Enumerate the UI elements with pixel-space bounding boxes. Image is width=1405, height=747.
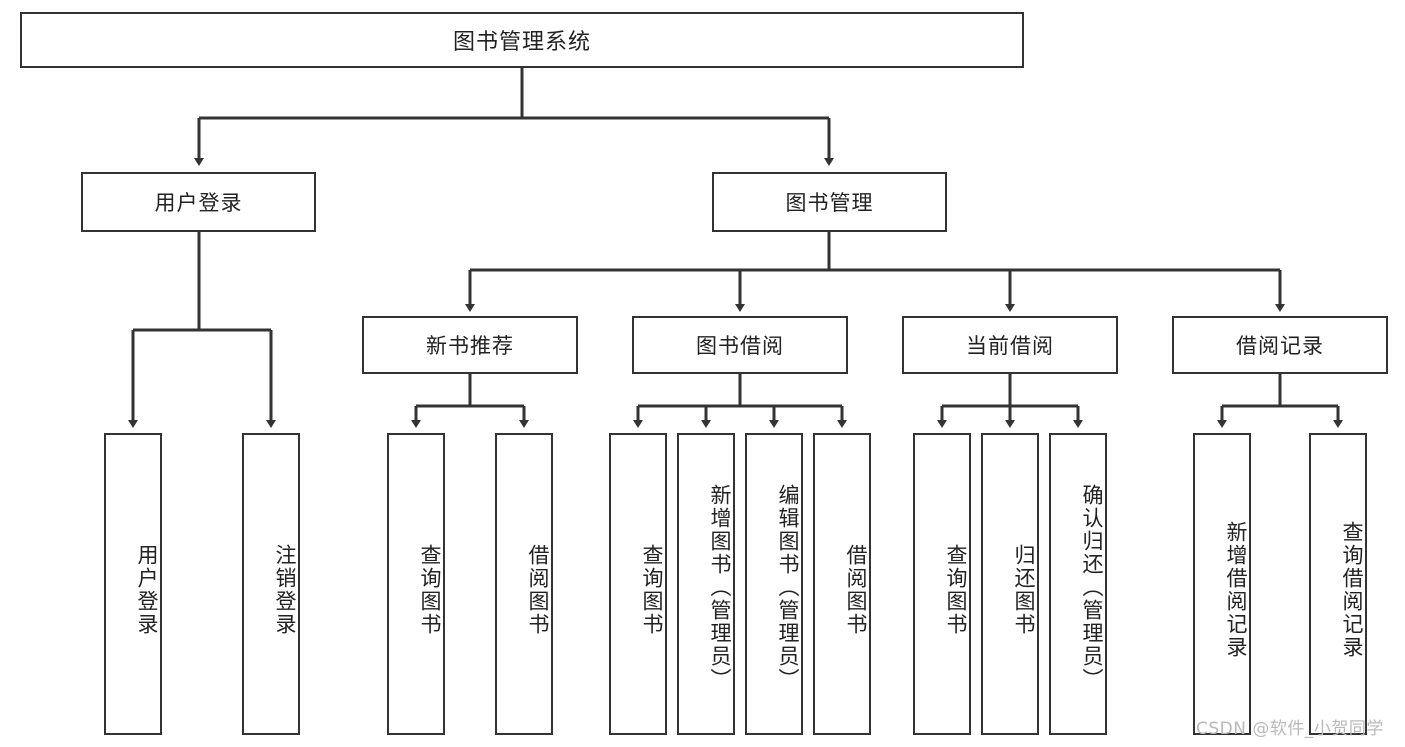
node-label: 新增借阅记录 — [1224, 521, 1248, 659]
node-current-borrow[interactable]: 当前借阅 — [902, 316, 1118, 374]
leaf-borrow-borrow-book[interactable]: 借阅图书 — [813, 433, 871, 735]
leaf-current-return-book[interactable]: 归还图书 — [981, 433, 1039, 735]
node-label: 借阅图书 — [844, 544, 868, 636]
node-label: 新增图书（管理员） — [708, 483, 732, 691]
csdn-watermark: CSDN @软件_小贺同学 — [1196, 719, 1384, 739]
leaf-borrow-query-book[interactable]: 查询图书 — [609, 433, 667, 735]
leaf-current-confirm-return-admin[interactable]: 确认归还（管理员） — [1049, 433, 1107, 735]
leaf-recommend-query-book[interactable]: 查询图书 — [387, 433, 445, 735]
node-label: 确认归还（管理员） — [1080, 483, 1104, 691]
node-borrow-record[interactable]: 借阅记录 — [1172, 316, 1388, 374]
leaf-borrow-add-book-admin[interactable]: 新增图书（管理员） — [677, 433, 735, 735]
leaf-current-query-book[interactable]: 查询图书 — [913, 433, 971, 735]
leaf-record-query-record[interactable]: 查询借阅记录 — [1309, 433, 1367, 735]
node-user-login[interactable]: 用户登录 — [81, 172, 316, 232]
node-label: 新书推荐 — [426, 334, 514, 358]
leaf-record-add-record[interactable]: 新增借阅记录 — [1193, 433, 1251, 735]
node-system-title[interactable]: 图书管理系统 — [20, 12, 1024, 68]
node-label: 查询借阅记录 — [1340, 521, 1364, 659]
node-new-book-recommend[interactable]: 新书推荐 — [362, 316, 578, 374]
node-label: 图书借阅 — [696, 334, 784, 358]
leaf-user-login-signout[interactable]: 注销登录 — [242, 433, 300, 735]
leaf-user-login-signin[interactable]: 用户登录 — [104, 433, 162, 735]
node-label: 归还图书 — [1012, 544, 1036, 636]
node-label: 查询图书 — [640, 544, 664, 636]
node-label: 注销登录 — [273, 544, 297, 636]
node-label: 用户登录 — [154, 191, 243, 215]
leaf-recommend-borrow-book[interactable]: 借阅图书 — [495, 433, 553, 735]
node-label: 图书管理系统 — [452, 30, 591, 55]
node-label: 借阅图书 — [526, 544, 550, 636]
node-label: 编辑图书（管理员） — [776, 483, 800, 691]
node-label: 当前借阅 — [966, 334, 1054, 358]
node-book-management[interactable]: 图书管理 — [712, 172, 947, 232]
node-label: 查询图书 — [944, 544, 968, 636]
node-label: 借阅记录 — [1236, 334, 1324, 358]
node-label: 用户登录 — [135, 544, 159, 636]
leaf-borrow-edit-book-admin[interactable]: 编辑图书（管理员） — [745, 433, 803, 735]
node-book-borrow[interactable]: 图书借阅 — [632, 316, 848, 374]
node-label: 图书管理 — [785, 191, 874, 215]
node-label: 查询图书 — [418, 544, 442, 636]
